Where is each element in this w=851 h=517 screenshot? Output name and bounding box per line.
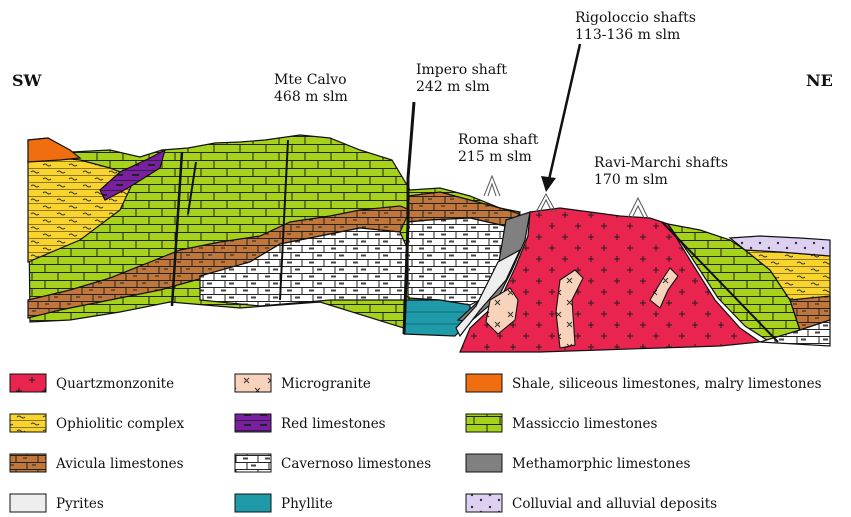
legend-swatch-shale	[466, 374, 502, 392]
legend-label-avicula: Avicula limestones	[55, 456, 184, 472]
legend: Quartzmonzonite Microgranite Shale, sili…	[10, 374, 822, 512]
rigoloccio-arrowhead	[541, 176, 556, 192]
legend-swatch-pyrites	[10, 494, 46, 512]
legend-label-massiccio: Massiccio limestones	[512, 416, 657, 432]
roma-label: Roma shaft	[458, 132, 539, 148]
legend-label-cavernoso: Cavernoso limestones	[281, 456, 431, 472]
impero-elevation: 242 m slm	[416, 79, 490, 95]
legend-label-phyllite: Phyllite	[281, 496, 333, 512]
ravi-marchi-label: Ravi-Marchi shafts	[594, 155, 728, 171]
legend-label-colluvial: Colluvial and alluvial deposits	[512, 496, 717, 512]
rigoloccio-arrow	[548, 44, 580, 184]
direction-sw: SW	[12, 71, 43, 90]
direction-ne: NE	[806, 71, 833, 90]
mte-calvo-label: Mte Calvo	[274, 72, 347, 88]
legend-swatch-microgranite	[235, 374, 271, 392]
roma-shaft-tower	[484, 176, 500, 196]
legend-label-ophiolitic: Ophiolitic complex	[56, 416, 185, 432]
legend-label-microgranite: Microgranite	[281, 376, 371, 392]
ravi-shaft-tower	[628, 198, 648, 218]
legend-swatch-avicula	[10, 454, 46, 472]
legend-swatch-phyllite	[235, 494, 271, 512]
legend-swatch-ophiolitic	[10, 414, 46, 432]
legend-swatch-colluvial	[466, 494, 502, 512]
legend-swatch-quartzmonzonite	[10, 374, 46, 392]
shale-west	[28, 138, 80, 162]
ravi-marchi-elevation: 170 m slm	[594, 172, 668, 188]
legend-label-quartzmonzonite: Quartzmonzonite	[56, 376, 174, 392]
mte-calvo-elevation: 468 m slm	[274, 89, 348, 105]
rigoloccio-label: Rigoloccio shafts	[575, 10, 696, 26]
impero-label: Impero shaft	[416, 62, 507, 78]
legend-swatch-massiccio	[466, 414, 502, 432]
legend-swatch-methamorphic	[466, 454, 502, 472]
legend-swatch-red-limestones	[235, 414, 271, 432]
legend-label-red-limestones: Red limestones	[281, 416, 386, 432]
legend-label-methamorphic: Methamorphic limestones	[512, 456, 690, 472]
legend-label-shale: Shale, siliceous limestones, malry limes…	[512, 376, 822, 392]
roma-elevation: 215 m slm	[458, 149, 532, 165]
legend-swatch-cavernoso	[235, 454, 271, 472]
rigoloccio-elevation: 113-136 m slm	[575, 27, 680, 43]
legend-label-pyrites: Pyrites	[56, 496, 104, 512]
